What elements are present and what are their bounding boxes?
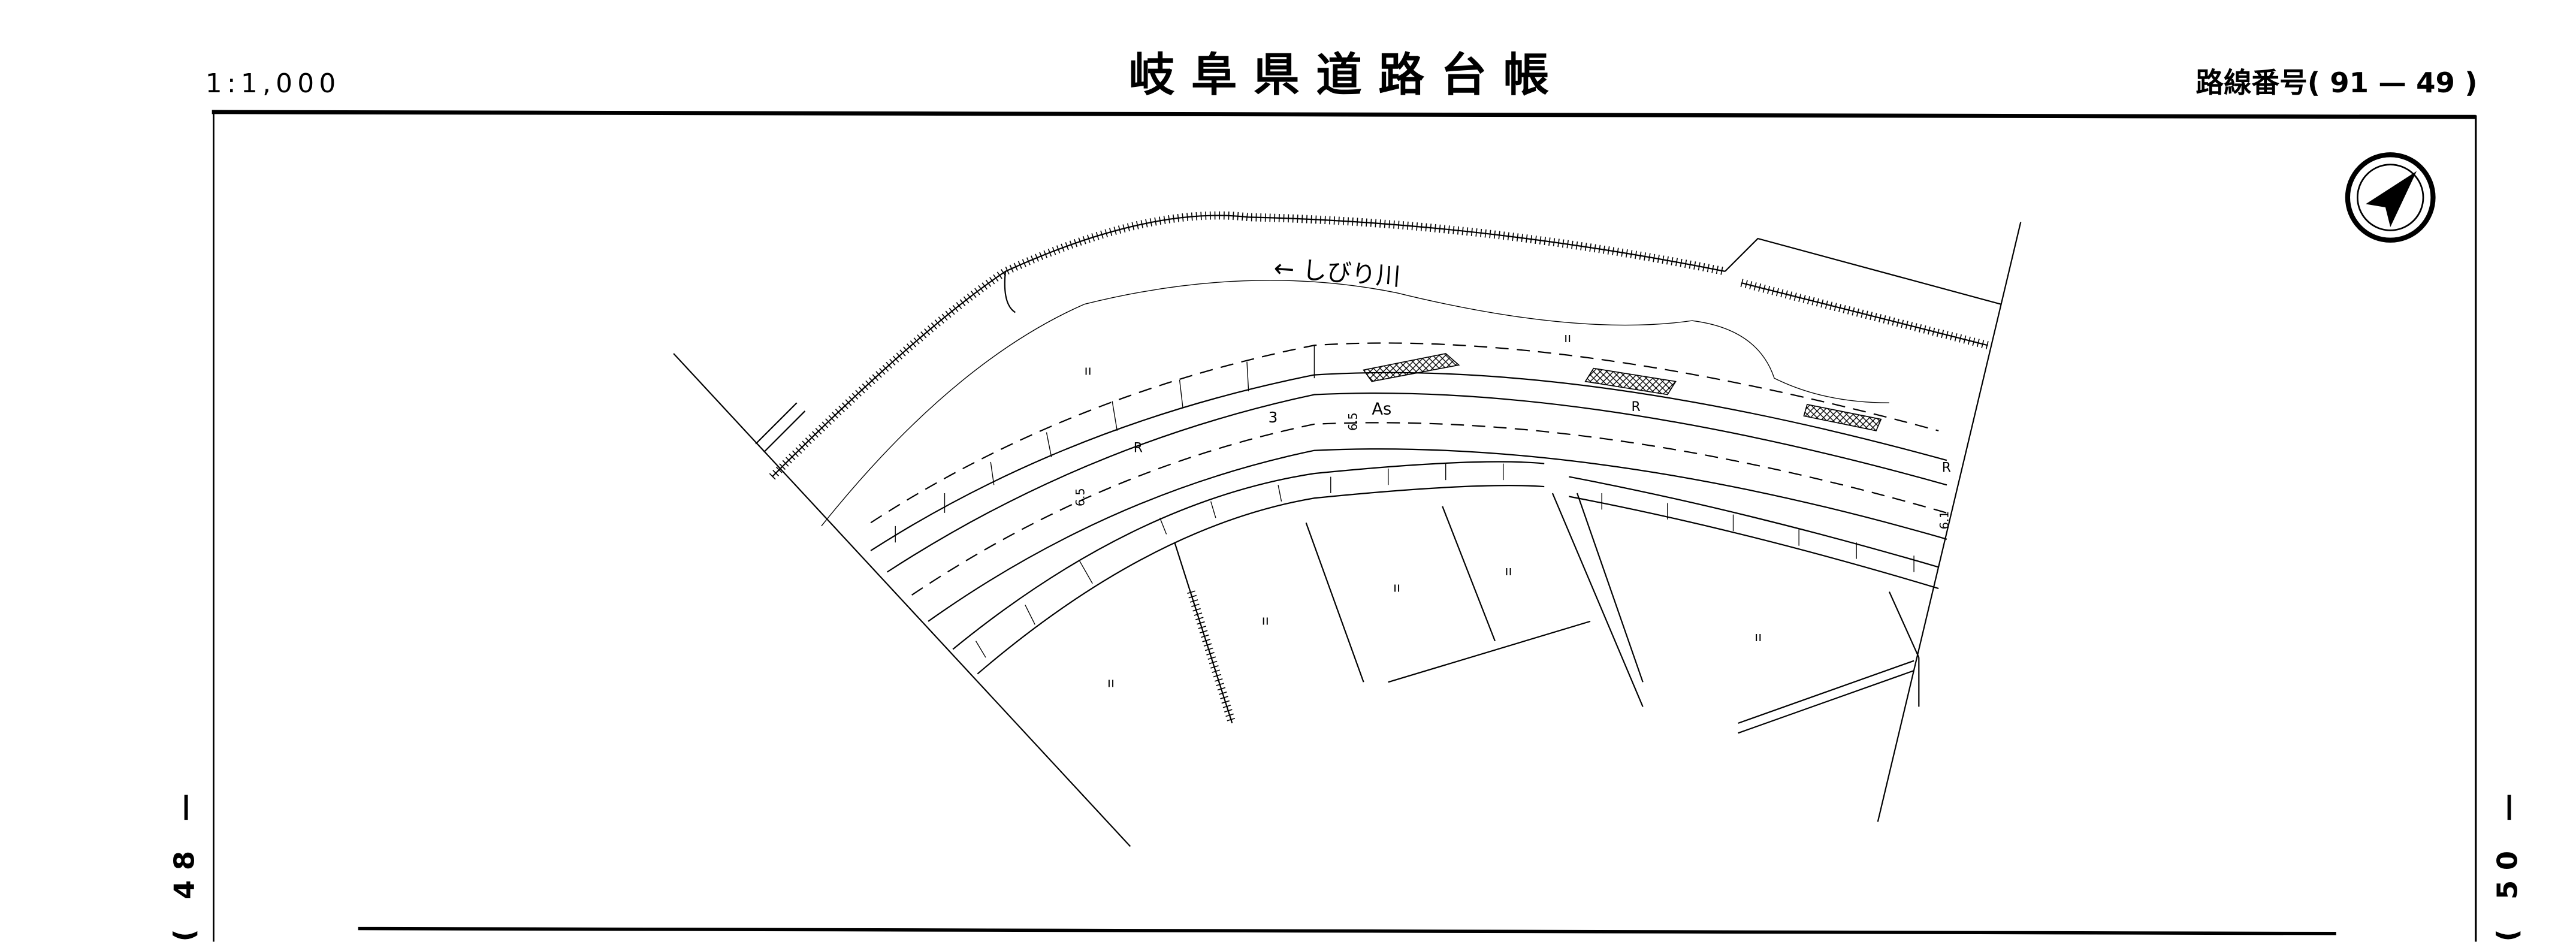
- sheet-title: 岐阜県道路台帳: [1129, 49, 1566, 102]
- field-mark: ıı: [1085, 364, 1092, 379]
- field-mark: ıı: [1262, 613, 1269, 628]
- map-drawing: ← しびり川 As R R R 3 6.5 6.5 6.1 ıı ıı ıı ı…: [673, 211, 2022, 847]
- curve-mark: R: [1632, 400, 1641, 415]
- surface-label: As: [1372, 400, 1391, 418]
- scale-label: 1:1,000: [206, 68, 341, 99]
- width-mark: 3: [1269, 409, 1278, 426]
- route-number: 路線番号( 91 — 49 ): [2196, 67, 2477, 99]
- curve-mark: R: [1942, 460, 1951, 475]
- field-mark: ıı: [1564, 331, 1571, 346]
- curve-mark: R: [1134, 440, 1143, 455]
- field-mark: ıı: [1505, 564, 1512, 579]
- width-mark: 6.5: [1346, 412, 1360, 431]
- width-mark: 6.1: [1938, 511, 1952, 530]
- width-mark: 6.5: [1074, 488, 1088, 506]
- field-mark: ıı: [1393, 581, 1400, 596]
- map-frame: [212, 110, 2477, 942]
- field-mark: ıı: [1754, 630, 1762, 645]
- river-label: ← しびり川: [1273, 253, 1402, 291]
- north-arrow-icon: [2345, 152, 2436, 243]
- field-mark: ıı: [1107, 676, 1115, 691]
- adjacent-sheet-right: ( 50 —: [2491, 784, 2523, 942]
- adjacent-sheet-left: ( 48 —: [168, 784, 201, 942]
